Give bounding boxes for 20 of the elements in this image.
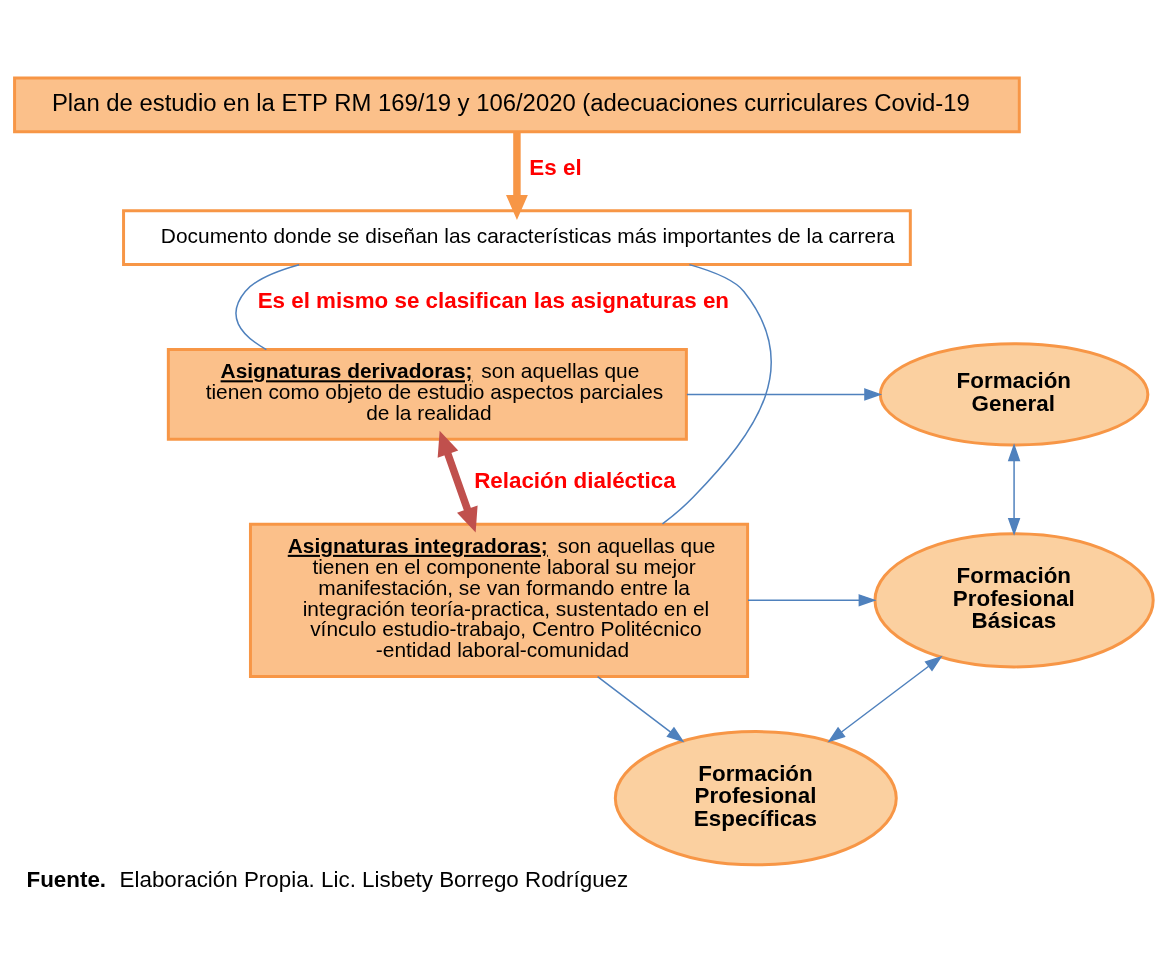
- node-box: Asignaturas integradoras; son aquellas que tienen en el componente laboral su mejor manifestación, se van formando entre la integración teoría-practica, sustentado en el vínculo estudio-trabajo, Centro Politécnico -entidad laboral-comunidad: [248, 522, 750, 678]
- node-ellipse: Formación Profesional Específicas: [613, 730, 898, 867]
- node-box: Asignaturas derivadoras; son aquellas que tienen como objeto de estudio aspectos parciales de la realidad: [166, 348, 688, 441]
- node-ellipse: Formación General: [878, 342, 1150, 447]
- arrow: [827, 655, 943, 743]
- edge-label: Relación dialéctica: [474, 468, 676, 494]
- arrow: [747, 594, 877, 607]
- arrow: [506, 132, 528, 220]
- arrow: [596, 675, 685, 743]
- edge-label: Es el mismo se clasifican las asignaturas en: [257, 287, 730, 313]
- arrow: [686, 388, 883, 401]
- connector: [235, 263, 300, 351]
- arrow: [1007, 443, 1021, 536]
- caption: Fuente. Elaboración Propia. Lic. Lisbety Borrego Rodríguez: [26, 867, 629, 893]
- connector: [661, 263, 773, 525]
- edge-label: Es el: [529, 155, 582, 181]
- node-ellipse: Formación Profesional Básicas: [873, 532, 1155, 669]
- node-box: Plan de estudio en la ETP RM 169/19 y 106/2020 (adecuaciones curriculares Covid-19: [13, 76, 1021, 134]
- arrow: [437, 430, 478, 533]
- node-box: Documento donde se diseñan las características más importantes de la carrera: [122, 209, 912, 267]
